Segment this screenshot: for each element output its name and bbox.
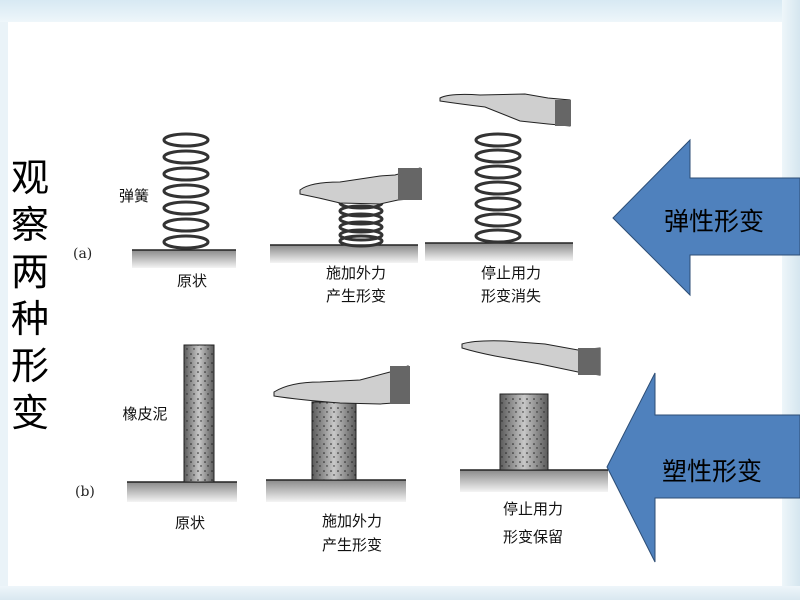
spring-label: 弹簧 (118, 187, 150, 205)
slide-title: 观察两种形变 (10, 156, 49, 435)
clay-pressed-panel (266, 365, 410, 502)
spring-compressed-panel (270, 167, 422, 263)
row-a-caption-3a: 停止用力 (480, 264, 542, 282)
row-a-caption-1: 原状 (176, 272, 208, 290)
clay-original-panel (127, 344, 237, 502)
clay-label: 橡皮泥 (122, 405, 168, 423)
spring-released-panel (425, 93, 573, 261)
row-b-caption-3a: 停止用力 (502, 500, 564, 518)
ground (132, 250, 236, 268)
row-b-caption-3b: 形变保留 (502, 528, 564, 546)
row-b-caption-2b: 产生形变 (321, 536, 383, 554)
row-b-tag: (b) (75, 484, 95, 500)
slide-frame-bottom (0, 586, 800, 600)
clay-released-panel (460, 340, 608, 492)
elastic-deformation-label: 弹性形变 (664, 207, 765, 236)
spring (474, 132, 522, 244)
spring-original-panel (132, 132, 236, 268)
plastic-deformation-label: 塑性形变 (662, 457, 763, 486)
row-b-caption-1: 原状 (174, 514, 206, 532)
row-a-tag: (a) (73, 246, 93, 262)
spring (162, 132, 210, 250)
row-a-caption-2a: 施加外力 (325, 264, 387, 282)
row-a-caption-3b: 形变消失 (480, 287, 542, 305)
row-a-caption-2b: 产生形变 (325, 287, 387, 305)
hand (299, 167, 422, 205)
row-b-caption-2a: 施加外力 (321, 512, 383, 530)
hand (439, 93, 571, 127)
hand (273, 365, 410, 405)
plastic-arrow (606, 372, 800, 563)
elastic-arrow (612, 138, 800, 297)
hand (461, 340, 601, 376)
slide-frame-top (0, 0, 800, 22)
